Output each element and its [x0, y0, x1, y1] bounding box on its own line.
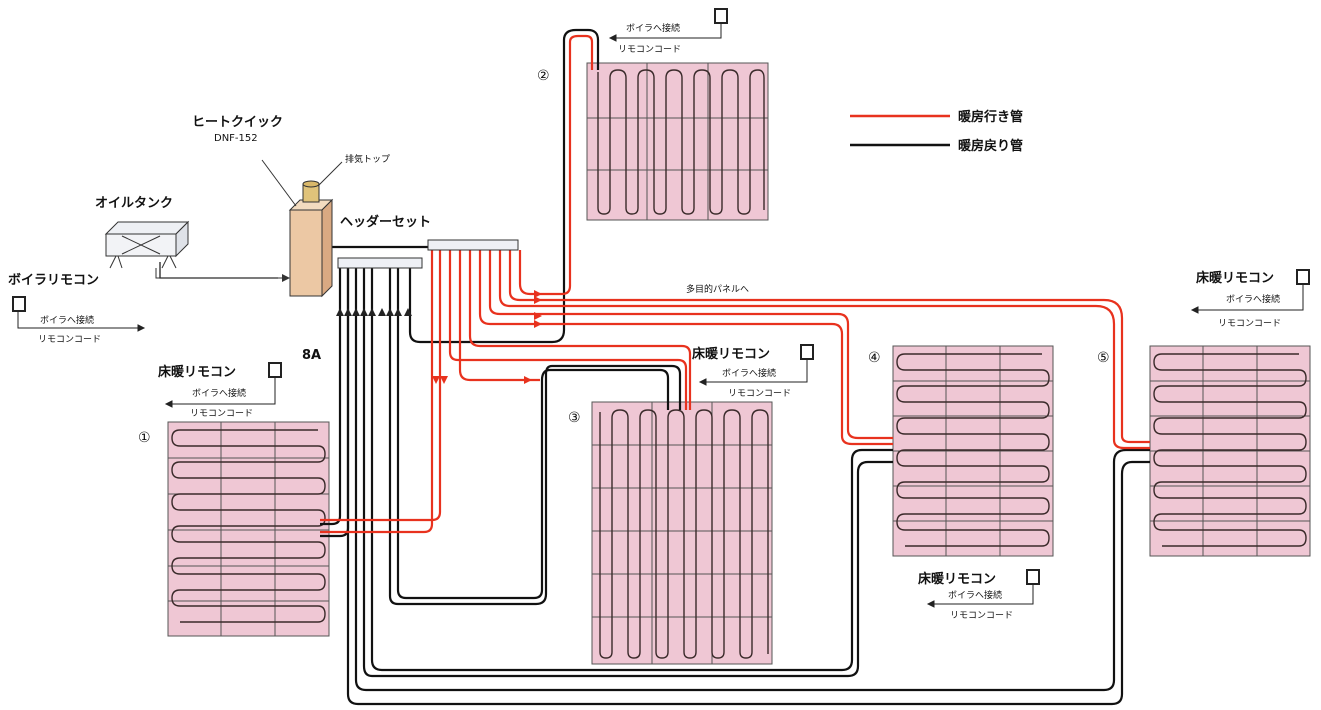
- flow-arrows: [336, 290, 542, 384]
- floor-remote-3-label: 床暖リモコン: [692, 346, 770, 362]
- boiler-remote-connect: ボイラへ接続: [40, 314, 94, 326]
- boiler-unit: [288, 180, 334, 298]
- boiler-leader-line: [261, 159, 297, 207]
- oil-tank: [104, 220, 290, 282]
- floor-remote-5-label: 床暖リモコン: [1196, 270, 1274, 286]
- panel-2-remote-cord: リモコンコード: [618, 45, 681, 55]
- legend-return-label: 暖房戻り管: [958, 138, 1023, 154]
- header-size-label: 8A: [302, 348, 321, 363]
- floor-remote-1-cord: リモコンコード: [190, 409, 253, 419]
- heating-panel-4: ④: [868, 345, 1054, 557]
- heating-panel-2: ②: [537, 62, 769, 221]
- remote-icon: [12, 8, 1310, 585]
- header-set-label: ヘッダーセット: [340, 214, 431, 230]
- header-manifold: [337, 239, 519, 269]
- return-pipes: [159, 28, 1150, 706]
- oil-tank-label: オイルタンク: [95, 196, 173, 211]
- boiler-model: DNF-152: [214, 133, 258, 144]
- floor-remote-4-cord: リモコンコード: [950, 611, 1013, 621]
- floor-remote-3-connect: ボイラへ接続: [722, 367, 776, 379]
- heating-panel-1: ①: [138, 421, 330, 637]
- exhaust-leader-line: [317, 161, 343, 187]
- heating-panel-5: ⑤: [1097, 345, 1311, 557]
- panel-2-number: ②: [537, 68, 550, 84]
- floor-remote-1-label: 床暖リモコン: [158, 364, 236, 380]
- floor-remote-4-label: 床暖リモコン: [918, 571, 996, 587]
- supply-pipes: [320, 34, 1150, 534]
- boiler-name: ヒートクイック: [192, 115, 283, 130]
- panel-3-number: ③: [568, 410, 581, 426]
- panel-4-number: ④: [868, 350, 881, 366]
- panel-5-number: ⑤: [1097, 350, 1110, 366]
- legend-supply-label: 暖房行き管: [958, 109, 1023, 125]
- floor-remote-5-cord: リモコンコード: [1218, 319, 1281, 329]
- boiler-remote-label: ボイラリモコン: [8, 272, 99, 288]
- floor-remote-5-connect: ボイラへ接続: [1226, 293, 1280, 305]
- boiler-remote-cord: リモコンコード: [38, 335, 101, 345]
- exhaust-top-label: 排気トップ: [345, 153, 390, 165]
- floor-remote-3-cord: リモコンコード: [728, 389, 791, 399]
- remote-cord-arrows: [17, 23, 1304, 608]
- floor-remote-4-connect: ボイラへ接続: [948, 589, 1002, 601]
- multi-panel-label: 多目的パネルへ: [686, 283, 749, 295]
- floor-remote-1-connect: ボイラへ接続: [192, 387, 246, 399]
- heating-panel-3: ③: [568, 401, 773, 665]
- panel-1-number: ①: [138, 430, 151, 446]
- panel-2-remote-connect: ボイラへ接続: [626, 22, 680, 34]
